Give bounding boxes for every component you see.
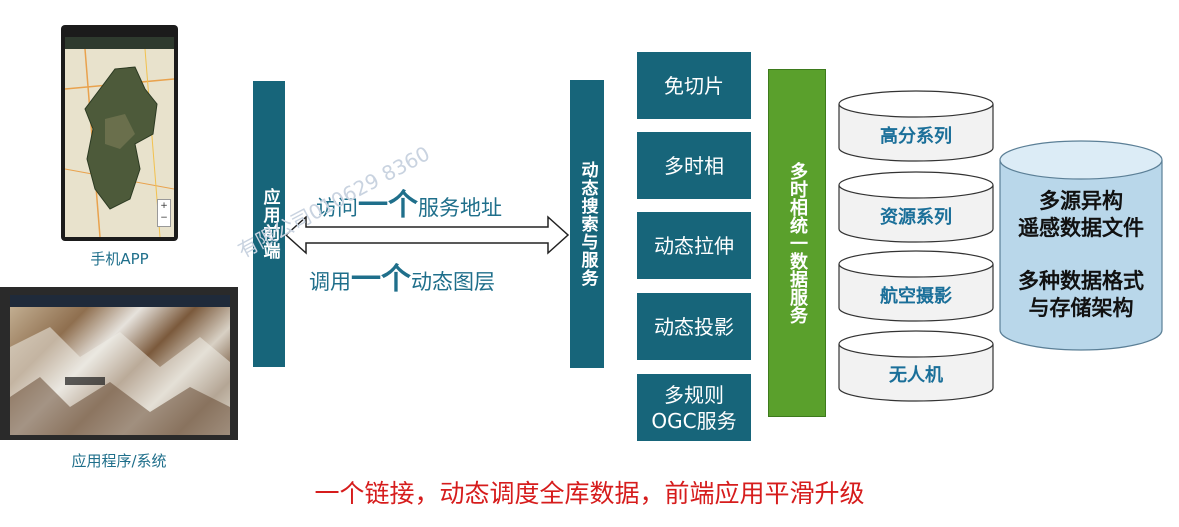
phone-app-image: +− — [61, 25, 178, 241]
laptop-app-image — [0, 287, 238, 440]
flow-line1-pre: 访问 — [316, 196, 358, 220]
laptop-caption: 应用程序/系统 — [71, 452, 167, 470]
unified-data-service-bar: 多时相统一数据服务 — [768, 69, 826, 417]
frontend-bar: 应用前端 — [253, 81, 285, 367]
terrain-graphic — [10, 327, 230, 435]
flow-line-invoke: 调用一个动态图层 — [309, 254, 495, 298]
laptop-screen — [10, 295, 230, 435]
cylinder-resource-label: 资源系列 — [880, 207, 952, 228]
storage-line1: 多源异构 — [1039, 189, 1123, 213]
flow-line1-big: 一个 — [358, 188, 418, 223]
cylinder-gaofen: 高分系列 — [838, 90, 994, 162]
cylinder-uav-label: 无人机 — [889, 365, 943, 386]
cylinder-aerial: 航空摄影 — [838, 250, 994, 322]
service-box-no-tiling: 免切片 — [637, 52, 751, 119]
storage-line4: 与存储架构 — [1028, 296, 1134, 320]
map-zoom-control[interactable]: +− — [157, 199, 171, 227]
flow-line2-big: 一个 — [351, 262, 411, 297]
service-box-dynamic-stretch: 动态拉伸 — [637, 212, 751, 279]
app-toolbar — [10, 295, 230, 307]
service-box-multi-temporal: 多时相 — [637, 132, 751, 199]
map-graphic — [65, 49, 174, 237]
cylinder-gaofen-label: 高分系列 — [880, 126, 952, 147]
storage-line2: 遥感数据文件 — [1018, 216, 1144, 240]
storage-cylinder: 多源异构 遥感数据文件 多种数据格式 与存储架构 — [999, 140, 1163, 352]
service-box-ogc: 多规则 OGC服务 — [637, 374, 751, 441]
phone-status-bar — [65, 37, 174, 49]
storage-line3: 多种数据格式 — [1018, 269, 1144, 293]
flow-line2-post: 动态图层 — [411, 270, 495, 294]
service-box-dynamic-projection: 动态投影 — [637, 293, 751, 360]
slogan: 一个链接，动态调度全库数据，前端应用平滑升级 — [314, 479, 865, 508]
double-arrow-icon — [284, 215, 570, 255]
map-screen: +− — [65, 37, 174, 237]
cylinder-aerial-label: 航空摄影 — [880, 286, 952, 307]
cylinder-uav: 无人机 — [838, 330, 994, 402]
phone-caption: 手机APP — [90, 250, 149, 268]
cylinder-resource: 资源系列 — [838, 171, 994, 243]
dynamic-search-bar: 动态搜索与服务 — [570, 80, 604, 368]
flow-line2-pre: 调用 — [309, 270, 351, 294]
flow-line1-post: 服务地址 — [418, 196, 502, 220]
flow-line-access: 访问一个服务地址 — [316, 180, 502, 224]
